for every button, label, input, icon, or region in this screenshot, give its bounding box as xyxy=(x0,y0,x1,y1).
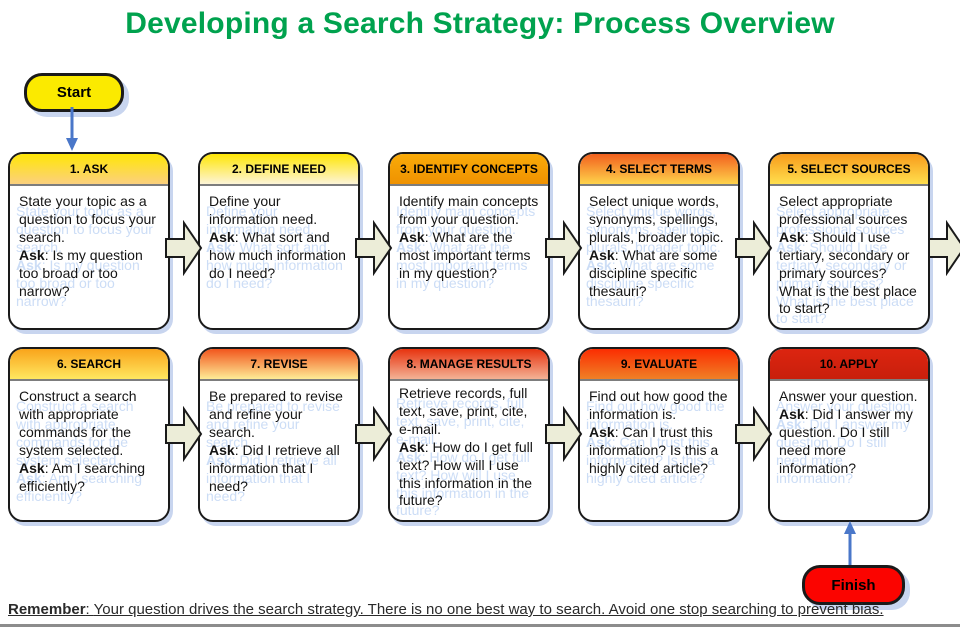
step-question: What are the most important terms in my … xyxy=(399,228,531,281)
flow-arrow xyxy=(735,406,773,462)
footer-note: Remember: Your question drives the searc… xyxy=(8,601,884,618)
remember-label: Remember xyxy=(8,601,86,618)
step-question: How do I get full text? How will I use t… xyxy=(399,438,533,509)
flow-arrow xyxy=(355,220,393,276)
step-header: 6. SEARCH xyxy=(10,349,168,381)
step-body: Be prepared to revise and refine your se… xyxy=(209,388,343,494)
step-body: Select unique words, synonyms, spellings… xyxy=(589,193,724,299)
finish-label: Finish xyxy=(831,576,876,594)
step-header: 7. REVISE xyxy=(200,349,358,381)
step-box-1: 1. ASK State your topic as a question to… xyxy=(8,152,170,330)
step-body: Select appropriate professional sources … xyxy=(779,193,917,317)
ask-label: Ask xyxy=(399,438,425,455)
start-connector-arrow xyxy=(66,107,78,151)
step-question: Did I answer my question. Do I still nee… xyxy=(779,405,913,476)
step-title: 3. IDENTIFY CONCEPTS xyxy=(400,162,538,176)
flow-arrow xyxy=(165,220,203,276)
step-body: Find out how good the information is. As… xyxy=(589,388,728,476)
step-box-3: 3. IDENTIFY CONCEPTS Identify main conce… xyxy=(388,152,550,330)
step-body: Answer your question. Ask: Did I answer … xyxy=(779,388,918,476)
step-lead: Select unique words, synonyms, spellings… xyxy=(589,193,724,245)
step-box-10: 10. APPLY Answer your question. Ask: Did… xyxy=(768,347,930,522)
step-lead: Define your information need. xyxy=(209,193,318,227)
step-lead: Select appropriate professional sources xyxy=(779,193,908,227)
flow-arrow xyxy=(735,220,773,276)
step-header: 2. DEFINE NEED xyxy=(200,154,358,186)
step-lead: Be prepared to revise and refine your se… xyxy=(209,388,343,440)
flow-arrow xyxy=(355,406,393,462)
step-title: 7. REVISE xyxy=(250,357,308,371)
flow-arrow xyxy=(545,406,583,462)
step-body: Construct a search with appropriate comm… xyxy=(19,388,146,494)
step-box-2: 2. DEFINE NEED Define your information n… xyxy=(198,152,360,330)
step-header: 8. MANAGE RESULTS xyxy=(390,349,548,381)
step-question: What sort and how much information do I … xyxy=(209,228,346,281)
step-title: 6. SEARCH xyxy=(56,357,121,371)
step-lead: Answer your question. xyxy=(779,388,918,404)
ask-label: Ask xyxy=(19,246,45,263)
step-lead: Identify main concepts from your questio… xyxy=(399,193,539,227)
step-title: 8. MANAGE RESULTS xyxy=(406,357,532,371)
step-box-4: 4. SELECT TERMS Select unique words, syn… xyxy=(578,152,740,330)
finish-connector-arrow xyxy=(844,521,856,565)
step-box-6: 6. SEARCH Construct a search with approp… xyxy=(8,347,170,522)
start-label: Start xyxy=(56,84,92,101)
step-body: Retrieve records, full text, save, print… xyxy=(399,385,533,509)
step-lead: Construct a search with appropriate comm… xyxy=(19,388,137,458)
step-question: Should I use tertiary, secondary or prim… xyxy=(779,228,917,317)
step-box-8: 8. MANAGE RESULTS Retrieve records, full… xyxy=(388,347,550,522)
flow-arrow xyxy=(165,406,203,462)
step-question: What are some discipline specific thesau… xyxy=(589,246,718,299)
step-title: 5. SELECT SOURCES xyxy=(787,162,911,176)
ask-label: Ask xyxy=(779,228,805,245)
footer-text: Your question drives the search strategy… xyxy=(93,601,884,618)
step-title: 9. EVALUATE xyxy=(620,357,698,371)
step-body: Identify main concepts from your questio… xyxy=(399,193,539,281)
ask-label: Ask xyxy=(209,228,235,245)
step-body: Define your information need. Ask: What … xyxy=(209,193,346,281)
ask-label: Ask xyxy=(399,228,425,245)
step-header: 3. IDENTIFY CONCEPTS xyxy=(390,154,548,186)
ask-label: Ask xyxy=(589,423,615,440)
bottom-rule xyxy=(0,624,960,627)
step-header: 9. EVALUATE xyxy=(580,349,738,381)
step-title: 2. DEFINE NEED xyxy=(231,162,327,176)
step-header: 10. APPLY xyxy=(770,349,928,381)
step-body: State your topic as a question to focus … xyxy=(19,193,156,299)
flow-arrow xyxy=(545,220,583,276)
ask-label: Ask xyxy=(209,441,235,458)
step-question: Is my question too broad or too narrow? xyxy=(19,246,143,299)
step-title: 4. SELECT TERMS xyxy=(605,162,712,176)
step-header: 4. SELECT TERMS xyxy=(580,154,738,186)
step-lead: State your topic as a question to focus … xyxy=(19,193,156,245)
step-box-7: 7. REVISE Be prepared to revise and refi… xyxy=(198,347,360,522)
step-lead: Find out how good the information is. xyxy=(589,388,728,422)
flow-arrow-row-wrap xyxy=(928,220,960,276)
finish-node: Finish xyxy=(802,565,905,605)
start-node: Start xyxy=(24,73,124,112)
step-header: 5. SELECT SOURCES xyxy=(770,154,928,186)
ask-label: Ask xyxy=(779,405,805,422)
step-box-5: 5. SELECT SOURCES Select appropriate pro… xyxy=(768,152,930,330)
ask-label: Ask xyxy=(19,459,45,476)
step-lead: Retrieve records, full text, save, print… xyxy=(399,385,528,437)
step-header: 1. ASK xyxy=(10,154,168,186)
step-box-9: 9. EVALUATE Find out how good the inform… xyxy=(578,347,740,522)
step-title: 1. ASK xyxy=(69,162,109,176)
page-title: Developing a Search Strategy: Process Ov… xyxy=(125,7,835,40)
step-title: 10. APPLY xyxy=(819,357,879,371)
step-question: Can I trust this information? Is this a … xyxy=(589,423,719,476)
ask-label: Ask xyxy=(589,246,615,263)
step-question: Did I retrieve all information that I ne… xyxy=(209,441,340,494)
step-question: Am I searching efficiently? xyxy=(19,459,146,494)
